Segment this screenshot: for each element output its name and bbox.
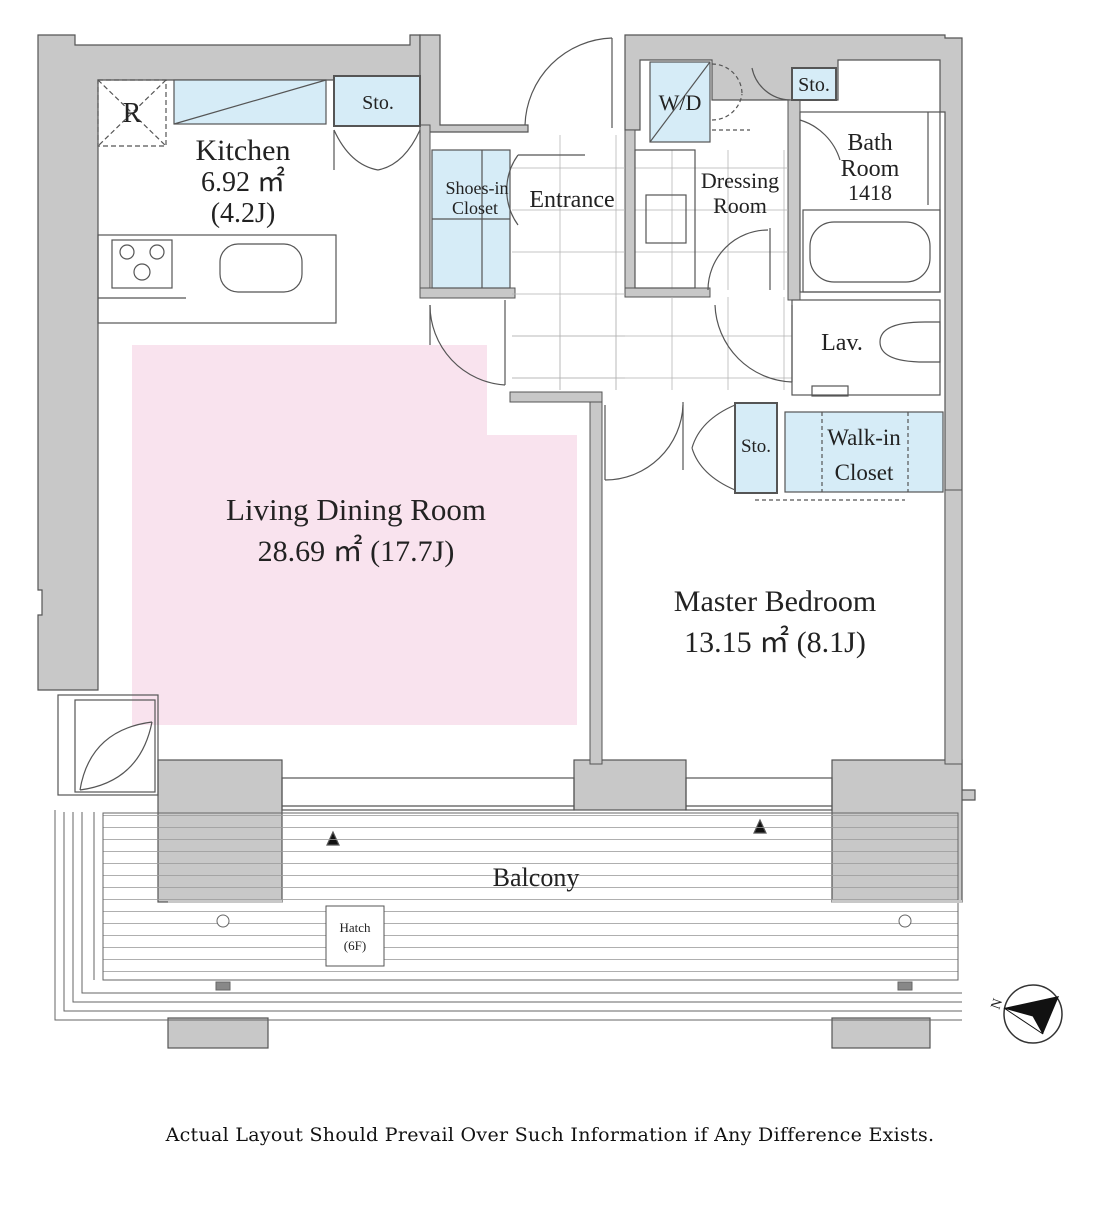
kitchen-storage-label: Sto. [362,92,394,114]
kitchen-sink [219,243,303,293]
bedroom-storage-label: Sto. [741,436,771,457]
bath-storage-label: Sto. [798,74,830,96]
laundry-area [634,61,837,291]
master-bedroom-name: Master Bedroom [674,585,876,618]
bath-fixtures [799,111,941,293]
hatch-label-1: Hatch [339,920,371,935]
closet-fixtures [604,402,944,501]
bath-room-label-2: Room [841,156,900,182]
bathtub-inner [809,221,931,283]
living-dining-highlight [132,345,577,725]
kitchen-storage-box [333,75,421,127]
entrance-door [429,37,613,386]
disclaimer-text: Actual Layout Should Prevail Over Such I… [165,1124,935,1146]
walk-in-closet-box [784,411,944,493]
fridge-label: R [123,98,142,129]
compass-north-label: N [989,997,1007,1012]
kitchen-area: 6.92 ㎡ [201,166,285,198]
washer-dryer-label: W/D [659,90,702,115]
floor-plan: R Sto. Kitchen 6.92 ㎡ (4.2J) Shoes-in Cl… [37,34,1063,1049]
balcony [54,810,962,1021]
living-dining-name: Living Dining Room [226,492,486,527]
hatch-box [325,905,385,967]
balcony-foot-right [831,1017,931,1049]
lower-left-door [57,694,159,796]
entrance-label: Entrance [529,187,614,213]
wall-kitchen-entrance [419,124,431,298]
room-labels: R Sto. Kitchen 6.92 ㎡ (4.2J) Shoes-in Cl… [123,74,902,953]
balcony-foot-left [167,1017,269,1049]
wall-bedroom-right [944,489,963,765]
hatch-label-2: (6F) [344,938,366,953]
top-wall-right [419,34,529,133]
dressing-basin [645,194,687,244]
living-dining-area: 28.69 ㎡ (17.7J) [258,535,455,568]
wall-entrance-dressing [624,129,636,296]
bath-room-size: 1418 [848,180,892,205]
dressing-floor [635,150,788,290]
walk-in-closet-label-2: Closet [835,460,894,485]
fridge-box [97,79,167,147]
wall-shoes-bottom [419,287,516,299]
shoes-closet [431,149,511,289]
dressing-room-label-1: Dressing [701,168,779,193]
wall-bedroom-left [589,391,603,765]
walk-in-closet-label-1: Walk-in [827,425,901,450]
wall-bath-left [787,99,801,301]
bath-storage-box [791,67,837,101]
kitchen-jo: (4.2J) [211,198,276,229]
compass-needle-icon [1004,996,1059,1034]
shoes-closet-label-2: Closet [452,198,498,218]
column-middle [573,759,687,811]
wall-bedroom-top [509,391,603,403]
lavatory-label: Lav. [821,330,863,356]
hall-floor [512,297,792,390]
balcony-label: Balcony [493,863,580,892]
toilet [879,321,941,363]
kitchen-name: Kitchen [196,134,291,167]
lavatory-fixtures [714,299,941,397]
bedroom-storage-box [734,402,778,494]
shoes-closet-label-1: Shoes-in [446,178,509,198]
bath-room-label-1: Bath [847,130,892,156]
compass: N [989,984,1063,1044]
dressing-room-label-2: Room [713,193,767,218]
kitchen-counter [97,234,337,324]
master-bedroom-area: 13.15 ㎡ (8.1J) [684,626,866,659]
kitchen-fixtures [97,75,421,324]
cooktop [111,239,173,289]
interior-walls [419,99,963,765]
dressing-counter [634,149,696,289]
bathtub [802,209,941,293]
